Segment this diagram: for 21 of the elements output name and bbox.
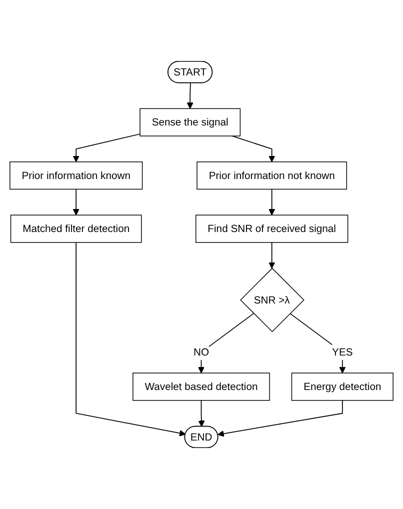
- node-diamond: SNR >λ: [240, 268, 304, 332]
- node-box: Find SNR of received signal: [195, 214, 348, 243]
- arrow: [198, 400, 205, 427]
- arrow: [72, 134, 140, 162]
- arrow: [232, 136, 276, 162]
- node-box: Prior information not known: [196, 161, 348, 190]
- edge-label: YES: [332, 346, 353, 358]
- arrow: [290, 313, 346, 374]
- node-box: Energy detection: [291, 372, 394, 401]
- node-box: Sense the signal: [140, 108, 241, 136]
- arrow: [268, 242, 276, 269]
- node-box: Wavelet based detection: [132, 372, 270, 401]
- node-box: Prior information known: [10, 161, 143, 190]
- arrow: [76, 242, 186, 436]
- arrow: [198, 313, 254, 374]
- arrow: [72, 188, 80, 216]
- arrow: [186, 82, 194, 109]
- edge-label: NO: [193, 346, 210, 358]
- node-box: Matched filter detection: [10, 214, 142, 243]
- arrow: [268, 188, 276, 216]
- arrow: [218, 400, 343, 437]
